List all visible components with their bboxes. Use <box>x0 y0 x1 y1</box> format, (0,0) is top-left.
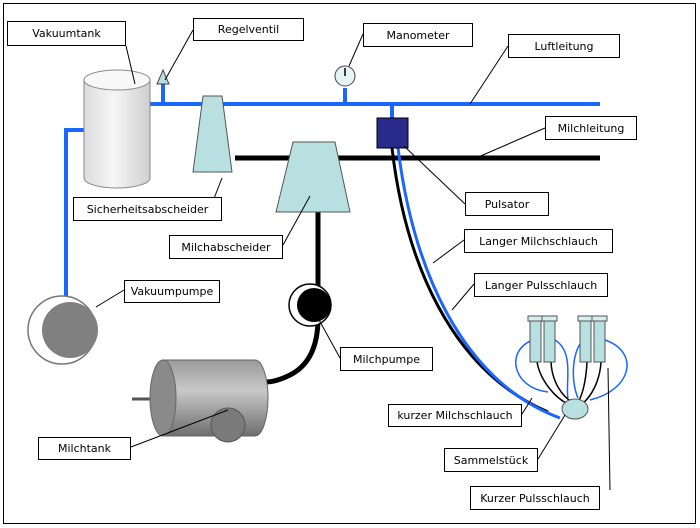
label-kurzer-pulsschlauch: Kurzer Pulsschlauch <box>470 486 600 510</box>
label-langer-milchschlauch: Langer Milchschlauch <box>464 229 613 253</box>
label-milchabscheider: Milchabscheider <box>169 235 283 259</box>
vakuumtank-shape <box>83 69 151 189</box>
leader-lines <box>95 29 611 491</box>
label-vakuumtank: Vakuumtank <box>7 21 126 46</box>
sammelstueck-shape <box>561 398 589 420</box>
label-milchpumpe: Milchpumpe <box>340 347 433 371</box>
label-sicherheitsabscheider: Sicherheitsabscheider <box>73 197 222 221</box>
long-pulse-hose <box>396 147 561 420</box>
sicherheitsabscheider-shape <box>192 95 233 173</box>
regelventil-shape <box>156 68 170 85</box>
milchpumpe-shape <box>288 283 332 327</box>
manometer-shape <box>334 65 356 87</box>
vakuumpumpe-shape <box>27 295 98 365</box>
label-vakuumpumpe: Vakuumpumpe <box>124 280 220 303</box>
label-luftleitung: Luftleitung <box>508 34 620 58</box>
label-regelventil: Regelventil <box>193 18 304 41</box>
label-pulsator: Pulsator <box>465 192 549 216</box>
label-langer-pulsschlauch: Langer Pulsschlauch <box>474 273 608 297</box>
pulsator-shape <box>376 117 409 149</box>
label-milchleitung: Milchleitung <box>545 116 637 140</box>
label-sammelstueck: Sammelstück <box>444 448 538 472</box>
air-line <box>64 84 600 300</box>
milchabscheider-shape <box>275 141 351 213</box>
milking-cluster <box>515 315 628 420</box>
milchtank-shape <box>132 359 269 443</box>
label-manometer: Manometer <box>363 23 473 47</box>
label-milchtank: Milchtank <box>38 437 131 460</box>
diagram-frame <box>3 3 696 524</box>
label-kurzer-milchschlauch: kurzer Milchschlauch <box>388 404 522 427</box>
